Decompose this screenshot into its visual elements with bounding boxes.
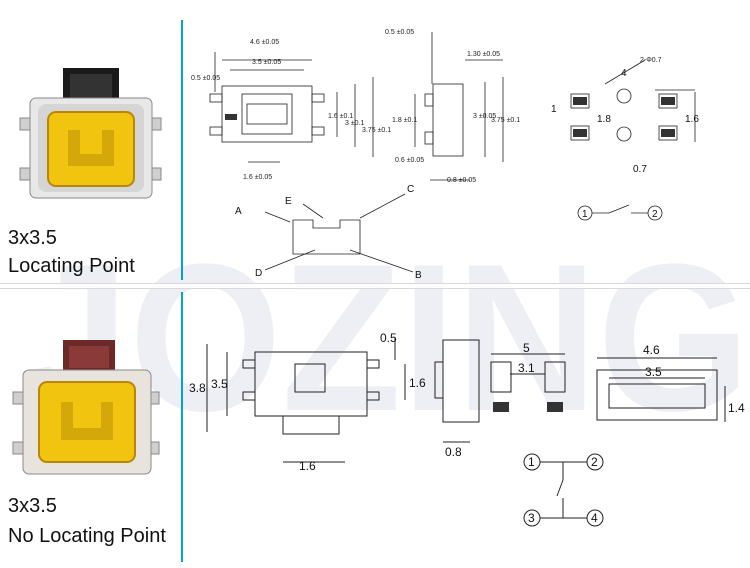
section-letter-a: A — [235, 206, 242, 217]
dim-right-4-6: 4.6 — [643, 343, 660, 357]
dim-side-0-8: 0.8 ±0.05 — [447, 177, 476, 184]
dim-side-0-5: 0.5 ±0.05 — [385, 29, 414, 36]
dim-bottom-1-6v: 1.6 — [409, 376, 426, 390]
dim-right-3-5: 3.5 — [645, 365, 662, 379]
dim-pad-5: 5 — [523, 341, 530, 355]
section-letter-c: C — [407, 184, 414, 195]
section-letter-d: D — [255, 268, 262, 279]
dim-top-4-6: 4.6 ±0.05 — [250, 39, 279, 46]
separator-top — [181, 20, 183, 280]
section-divider — [0, 283, 750, 289]
circuit-bottom-pin1: 1 — [528, 455, 535, 469]
pad-label-phi: 2-Φ0.7 — [640, 57, 662, 64]
bottom-caption-type: No Locating Point — [8, 525, 166, 547]
circuit-top-pin1: 1 — [582, 209, 588, 220]
dim-side-3-75: 3.75 ±0.1 — [491, 117, 520, 124]
bottom-caption-size: 3x3.5 — [8, 495, 57, 517]
dim-side-0-6: 0.6 ±0.05 — [395, 157, 424, 164]
top-caption-size: 3x3.5 — [8, 227, 57, 249]
dim-side-1-30: 1.30 ±0.05 — [467, 51, 500, 58]
section-letter-e: E — [285, 196, 292, 207]
dim-side-3: 3 ±0.05 — [473, 113, 496, 120]
dim-pad-3-1: 3.1 — [518, 361, 535, 375]
dim-bottom-0-5: 0.5 — [380, 331, 397, 345]
section-letter-b: B — [415, 270, 422, 280]
bottom-product-photo — [12, 340, 160, 475]
dim-top-1-6h: 1.6 ±0.05 — [243, 174, 272, 181]
dim-top-3-75: 3.75 ±0.1 — [362, 127, 391, 134]
circuit-bottom-pin4: 4 — [591, 511, 598, 525]
pad-label-0-7: 0.7 — [633, 164, 647, 175]
dim-top-3: 3 ±0.1 — [345, 120, 365, 127]
bottom-technical-drawing: 3.8 3.5 0.5 1.6 1.6 0.8 5 3.1 4.6 3.5 1.… — [189, 331, 745, 527]
dim-top-3-5: 3.5 ±0.05 — [252, 59, 281, 66]
dim-bottom-3-5: 3.5 — [211, 377, 228, 391]
pad-label-1: 1 — [551, 104, 557, 115]
separator-bottom — [181, 292, 183, 562]
circuit-bottom-pin2: 2 — [591, 455, 598, 469]
circuit-bottom-pin3: 3 — [528, 511, 535, 525]
dim-side-1-8: 1.8 ±0.1 — [392, 117, 417, 124]
circuit-top-pin2: 2 — [652, 209, 658, 220]
dim-side-0-8: 0.8 — [445, 445, 462, 459]
dim-bottom-1-6h: 1.6 — [299, 459, 316, 473]
pad-label-1-6: 1.6 — [685, 114, 699, 125]
pad-label-1-8: 1.8 — [597, 114, 611, 125]
pad-label-4: 4 — [621, 68, 627, 79]
top-caption-type: Locating Point — [8, 255, 135, 277]
dim-bottom-3-8: 3.8 — [189, 381, 206, 395]
dim-right-1-4: 1.4 — [728, 401, 745, 415]
dim-top-0-5: 0.5 ±0.05 — [191, 75, 220, 82]
top-product-photo — [19, 68, 162, 199]
top-technical-drawing: 4.6 ±0.05 3.5 ±0.05 0.5 ±0.05 1.6 ±0.1 3… — [191, 29, 699, 280]
dim-top-1-6v: 1.6 ±0.1 — [328, 113, 353, 120]
